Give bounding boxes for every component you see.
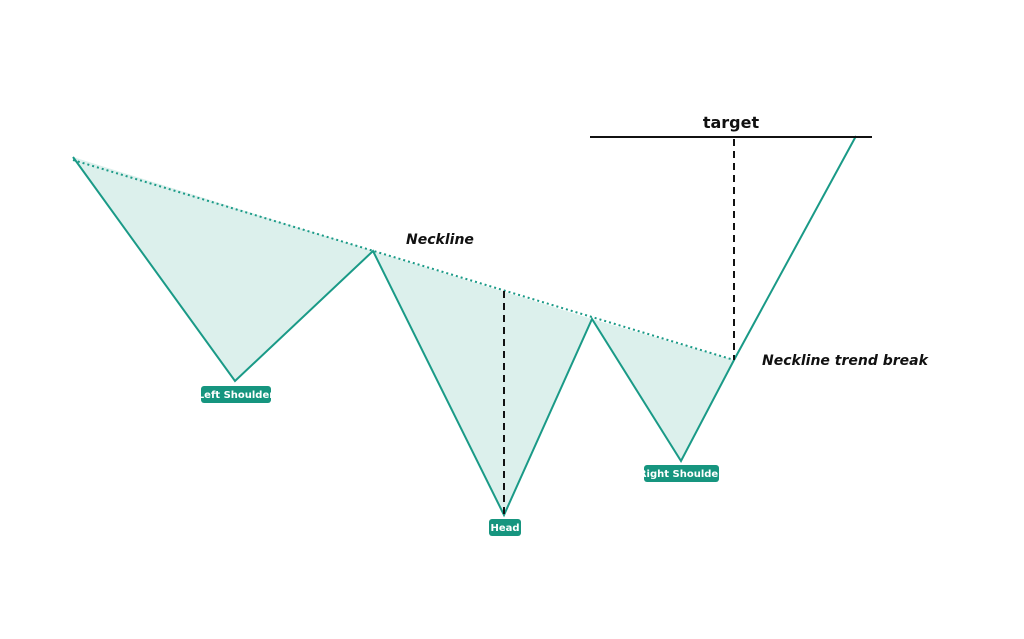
left-shoulder-badge: Left Shoulder — [198, 386, 274, 403]
neckline-break-label: Neckline trend break — [762, 353, 930, 369]
right-region-fill — [592, 319, 734, 461]
neckline — [72, 159, 735, 361]
head-label: Head — [490, 523, 519, 534]
left-shoulder-label: Left Shoulder — [198, 390, 274, 401]
head-badge: Head — [489, 519, 521, 536]
price-path — [72, 135, 857, 518]
head-region-fill — [373, 251, 592, 515]
neckline-label: Neckline — [406, 232, 474, 248]
right-shoulder-badge: Right Shoulder — [639, 465, 723, 482]
left-region-fill — [73, 157, 373, 381]
target-label: target — [703, 113, 760, 132]
right-shoulder-label: Right Shoulder — [639, 469, 723, 480]
